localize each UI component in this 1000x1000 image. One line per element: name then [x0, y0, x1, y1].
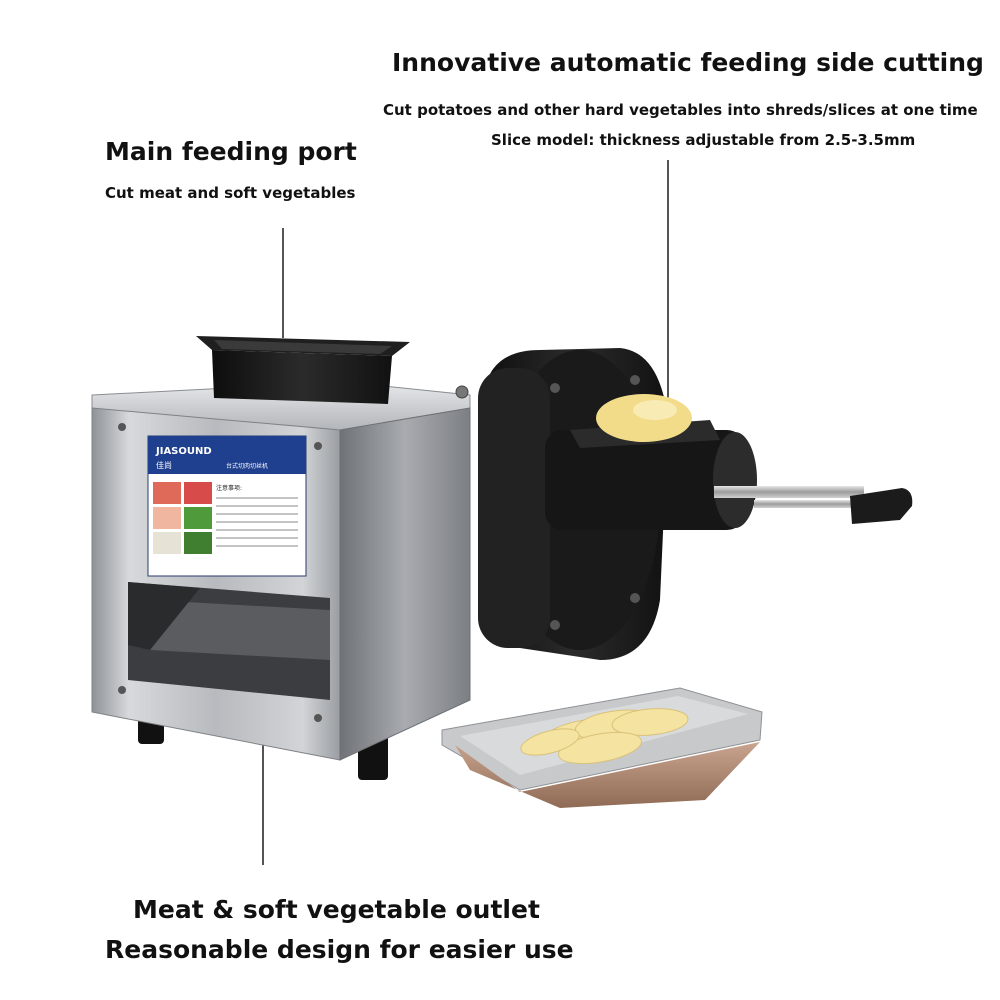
feeding-tube — [545, 430, 745, 530]
leader-line-side-cutting — [667, 160, 669, 408]
label-photo-greens — [184, 507, 212, 529]
label-photo-greens-2 — [184, 532, 212, 554]
label-brand-cn: 佳尚 — [156, 460, 172, 470]
screw — [314, 714, 322, 722]
label-brand: JIASOUND — [155, 446, 212, 457]
screw — [118, 423, 126, 431]
leader-line-outlet — [262, 662, 264, 865]
label-photo-meat-3 — [153, 507, 181, 529]
potato-highlight — [633, 400, 677, 420]
pusher-rod-2 — [754, 500, 864, 508]
screw — [550, 383, 560, 393]
screw — [630, 375, 640, 385]
feeding-hopper-body — [212, 350, 392, 404]
machine-side-panel — [339, 407, 471, 761]
leader-line-feeding-port — [282, 228, 284, 338]
feature-desc-slice-thickness: Slice model: thickness adjustable from 2… — [491, 131, 916, 149]
feeding-tube-end — [713, 432, 757, 528]
potato-slices — [520, 708, 689, 765]
feature-title-outlet: Meat & soft vegetable outlet — [133, 895, 540, 924]
feature-desc-hard-vegetables: Cut potatoes and other hard vegetables i… — [383, 101, 978, 119]
screw — [630, 593, 640, 603]
outlet-inner-shadow — [128, 582, 200, 650]
label-photo-meat — [153, 482, 181, 504]
label-photo-meat-2 — [184, 482, 212, 504]
outlet-chute — [150, 600, 330, 660]
screw — [550, 620, 560, 630]
pusher-handle — [850, 488, 913, 524]
label-text-lines — [216, 497, 298, 547]
pusher-rod — [714, 486, 864, 498]
feature-desc-design: Reasonable design for easier use — [105, 935, 574, 964]
label-notice-cn: 注意事项: — [216, 484, 242, 492]
label-model-cn: 台式切肉切丝机 — [226, 462, 268, 470]
label-photo-slices — [153, 532, 181, 554]
screw — [314, 442, 322, 450]
feature-title-main-feeding-port: Main feeding port — [105, 137, 357, 166]
feeding-hopper-inner — [214, 340, 392, 354]
label-header-band — [148, 436, 306, 474]
screw — [118, 686, 126, 694]
side-cutter-front-plate — [478, 368, 550, 648]
collection-tray-body — [455, 742, 760, 808]
feature-title-side-cutting: Innovative automatic feeding side cuttin… — [392, 48, 984, 77]
feature-desc-meat-soft-veg: Cut meat and soft vegetables — [105, 184, 356, 202]
screw — [455, 385, 469, 399]
